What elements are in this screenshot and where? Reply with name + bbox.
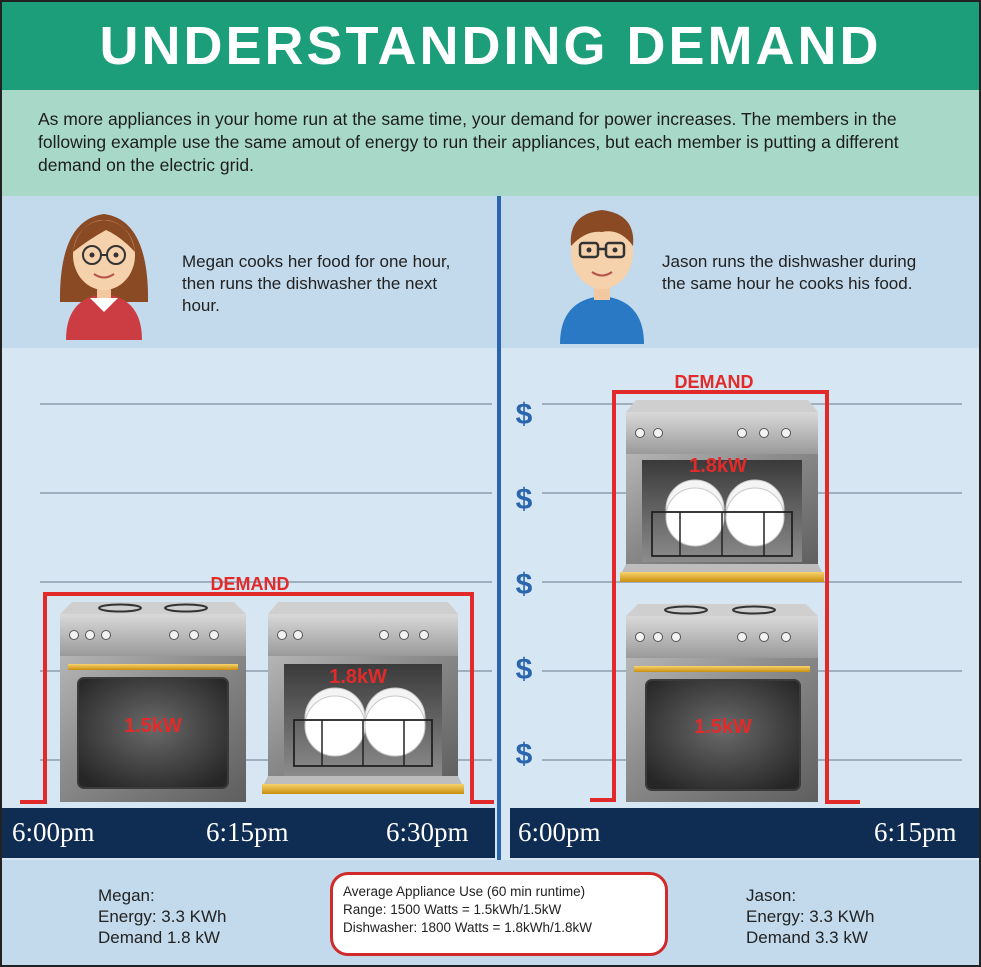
cost-symbol: $ xyxy=(516,398,533,431)
note-range: Range: 1500 Watts = 1.5kWh/1.5kW xyxy=(343,902,562,917)
jason-stat-energy: Energy: 3.3 KWh xyxy=(746,907,875,926)
jason-dishwasher-illustration xyxy=(620,400,824,582)
megan-range-power: 1.5kW xyxy=(124,715,182,737)
intro-band: As more appliances in your home run at t… xyxy=(2,90,979,196)
megan-range-illustration xyxy=(60,602,246,802)
page-title: UNDERSTANDING DEMAND xyxy=(99,16,882,76)
megan-time-label: 6:30pm xyxy=(386,817,469,847)
note-title: Average Appliance Use (60 min runtime) xyxy=(343,884,586,899)
jason-range-illustration xyxy=(626,604,818,802)
jason-stat-demand: Demand 3.3 kW xyxy=(746,928,868,947)
megan-demand-label: DEMAND xyxy=(211,574,290,594)
megan-time-label: 6:15pm xyxy=(206,817,289,847)
jason-stats: Jason: Energy: 3.3 KWh Demand 3.3 kW xyxy=(746,885,875,948)
jason-dishwasher-power: 1.8kW xyxy=(689,455,747,477)
megan-stat-name: Megan: xyxy=(98,886,155,905)
jason-caption: Jason runs the dishwasher during the sam… xyxy=(662,252,917,293)
center-divider xyxy=(497,196,501,860)
cost-symbol: $ xyxy=(516,738,533,771)
megan-time-label: 6:00pm xyxy=(12,817,95,847)
jason-time-label: 6:15pm xyxy=(874,817,957,847)
jason-time-label: 6:00pm xyxy=(518,817,601,847)
header-band: UNDERSTANDING DEMAND xyxy=(2,2,979,90)
intro-text: As more appliances in your home run at t… xyxy=(38,109,899,175)
jason-demand-label: DEMAND xyxy=(675,372,754,392)
note-dishwasher: Dishwasher: 1800 Watts = 1.8kWh/1.8kW xyxy=(343,920,592,935)
megan-avatar xyxy=(59,214,149,340)
jason-stat-name: Jason: xyxy=(746,886,797,905)
cost-symbol: $ xyxy=(516,483,533,516)
megan-stats: Megan: Energy: 3.3 KWh Demand 1.8 kW xyxy=(98,885,227,948)
cost-symbol: $ xyxy=(516,568,533,601)
jason-demand-line xyxy=(590,390,860,804)
megan-caption: Megan cooks her food for one hour, then … xyxy=(182,252,451,315)
jason-avatar xyxy=(560,210,644,344)
cost-symbol: $ xyxy=(516,653,533,686)
jason-time-axis xyxy=(510,808,979,858)
megan-dishwasher-illustration xyxy=(262,602,464,794)
megan-demand-line xyxy=(20,592,494,804)
appliance-use-note: Average Appliance Use (60 min runtime) R… xyxy=(330,872,668,956)
megan-stat-demand: Demand 1.8 kW xyxy=(98,928,220,947)
jason-range-power: 1.5kW xyxy=(694,716,752,738)
megan-time-axis xyxy=(2,808,495,858)
megan-stat-energy: Energy: 3.3 KWh xyxy=(98,907,227,926)
megan-dishwasher-power: 1.8kW xyxy=(329,666,387,688)
